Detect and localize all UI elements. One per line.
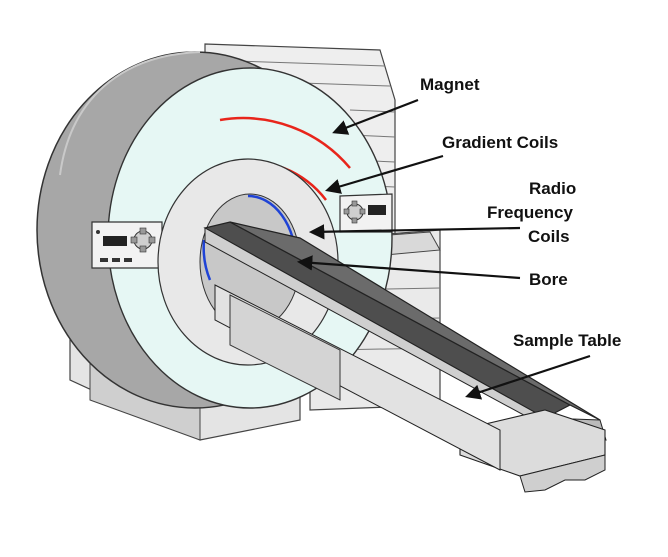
rf-coils-arrow	[308, 224, 521, 240]
dpad-icon	[343, 200, 366, 224]
rf-coils-label-line1: Radio	[529, 179, 576, 198]
sample-table-arrow	[465, 354, 591, 400]
leader-lines	[296, 98, 591, 400]
dpad-icon	[130, 227, 156, 253]
gradient-coils-label: Gradient Coils	[442, 133, 558, 152]
bore-arrow	[296, 255, 521, 280]
sample-table	[203, 221, 607, 493]
magnet-label: Magnet	[420, 75, 480, 94]
rf-coils-label-line2: Frequency	[487, 203, 574, 222]
gradient-coils-arrow	[325, 154, 444, 194]
rf-coils-label-line3: Coils	[528, 227, 570, 246]
sample-table-label: Sample Table	[513, 331, 621, 350]
magnet-arrow	[332, 98, 419, 135]
control-panel-left	[91, 221, 163, 269]
bore-label: Bore	[529, 270, 568, 289]
control-panel-right	[339, 193, 393, 233]
